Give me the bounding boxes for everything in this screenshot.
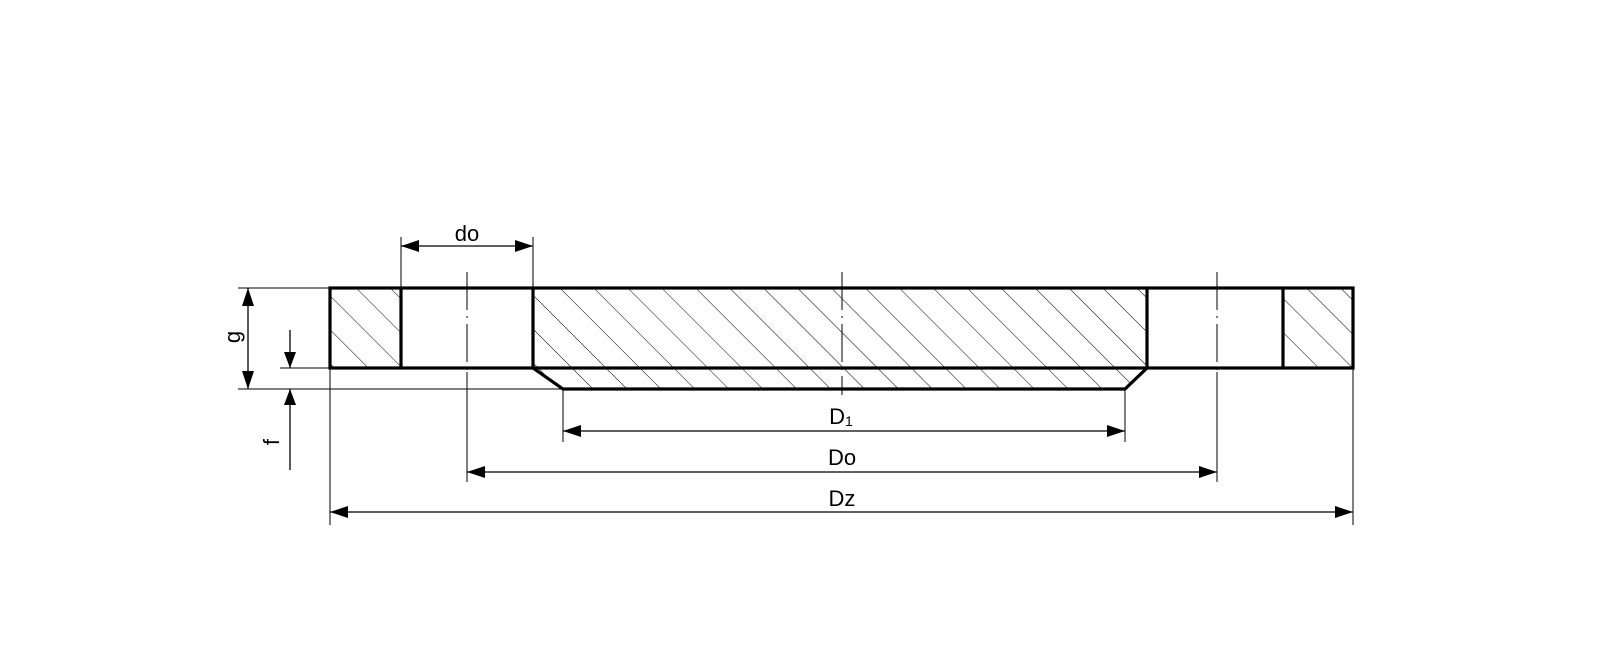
center-lines [466, 272, 1218, 395]
label-Do: Do [828, 445, 856, 470]
center-plate-section [533, 288, 1147, 389]
extension-lines [238, 237, 1354, 525]
label-f: f [259, 438, 284, 445]
label-Dz: Dz [829, 486, 856, 511]
right-ring-section [1283, 288, 1353, 368]
dimension-f: f [259, 330, 296, 470]
dimension-g: g [220, 288, 254, 389]
left-ring-section [330, 288, 401, 368]
hatched-sections [330, 288, 1353, 389]
label-D1: D1 [829, 404, 853, 429]
dimension-Dz: Dz [330, 486, 1353, 518]
dimension-Do: Do [467, 445, 1217, 478]
label-do: do [455, 221, 479, 246]
dimension-do: do [401, 221, 533, 252]
dimension-D1: D1 [563, 404, 1125, 437]
label-g: g [220, 331, 245, 343]
